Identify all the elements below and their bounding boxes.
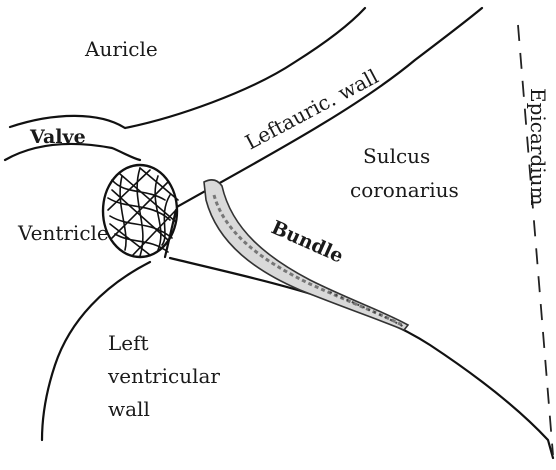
- auricle-label: Auricle: [84, 37, 158, 61]
- left-ventricular-wall-label-line1: Left: [108, 331, 149, 355]
- left-ventricular-wall-label-line2: ventricular: [107, 364, 220, 388]
- bundle-tract: [204, 180, 408, 330]
- bundle-label: Bundle: [268, 216, 347, 267]
- valve-shape: [103, 165, 178, 257]
- epicardium-label: Epicardium: [526, 88, 550, 206]
- epicardium-outer-line: [170, 258, 553, 458]
- left-auric-wall-label: Leftauric. wall: [241, 64, 382, 154]
- ventricle-label: Ventricle: [17, 221, 109, 245]
- valve-label: Valve: [29, 126, 86, 148]
- left-ventricular-wall-label-line3: wall: [108, 397, 150, 421]
- sulcus-label-line1: Sulcus: [363, 144, 430, 168]
- sulcus-label-line2: coronarius: [350, 178, 459, 202]
